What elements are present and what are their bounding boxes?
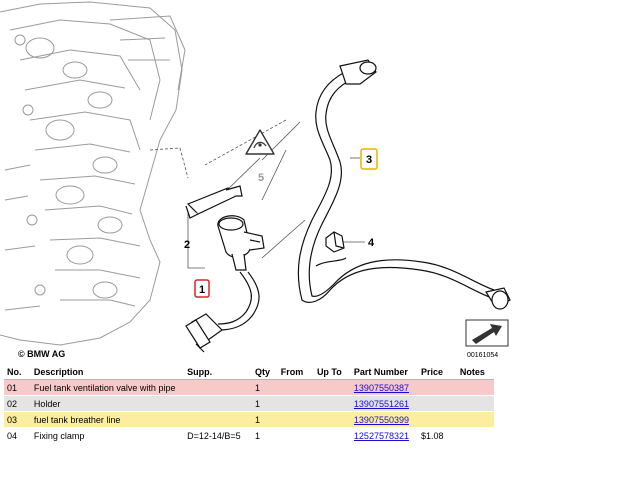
image-number-label: 00161054 xyxy=(467,352,498,359)
part-number-link[interactable]: 13907550399 xyxy=(353,414,409,425)
direction-arrow-icon xyxy=(465,319,509,347)
cell-price xyxy=(417,379,457,396)
table-header-row: No. Description Supp. Qty From Up To Par… xyxy=(4,364,494,380)
header-description: Description xyxy=(30,364,185,380)
cell-description: fuel tank breather line xyxy=(30,411,185,428)
holder-part xyxy=(185,185,243,219)
parts-table: No. Description Supp. Qty From Up To Par… xyxy=(4,364,494,444)
header-from: From xyxy=(277,364,314,380)
cell-price xyxy=(417,411,457,428)
cell-notes xyxy=(456,427,494,444)
cell-part-number: 13907550387 xyxy=(350,379,418,396)
header-up-to: Up To xyxy=(313,364,351,380)
cell-supp: D=12-14/B=5 xyxy=(184,427,253,444)
cell-up-to xyxy=(313,427,351,444)
cell-notes xyxy=(456,379,494,396)
part-number-link[interactable]: 12527578321 xyxy=(353,430,409,441)
svg-text:1: 1 xyxy=(199,284,205,296)
callout-2: 2 xyxy=(184,239,190,251)
table-row[interactable]: 02 Holder 1 13907551261 xyxy=(4,395,494,412)
cell-part-number: 12527578321 xyxy=(350,427,418,444)
cell-no: 01 xyxy=(4,379,31,396)
ventilation-valve-part xyxy=(217,215,265,271)
cell-no: 04 xyxy=(4,427,31,444)
warning-triangle-icon xyxy=(245,129,275,155)
cell-part-number: 13907551261 xyxy=(350,395,418,412)
cell-no: 02 xyxy=(4,395,31,412)
copyright-label: © BMW AG xyxy=(18,349,65,359)
cell-from xyxy=(277,427,314,444)
svg-text:4: 4 xyxy=(368,237,375,249)
header-price: Price xyxy=(417,364,457,380)
cell-supp xyxy=(184,411,253,428)
header-supp: Supp. xyxy=(184,364,253,380)
cell-supp xyxy=(184,379,253,396)
cell-up-to xyxy=(313,395,351,412)
header-no: No. xyxy=(4,364,31,380)
cell-description: Fixing clamp xyxy=(30,427,185,444)
header-part-number: Part Number xyxy=(350,364,418,380)
cell-qty: 1 xyxy=(252,395,278,412)
svg-text:2: 2 xyxy=(184,239,190,251)
engine-block-illustration xyxy=(0,1,186,346)
leader-lines xyxy=(149,119,365,269)
breather-line-part xyxy=(297,71,495,303)
cell-no: 03 xyxy=(4,411,31,428)
cell-up-to xyxy=(313,379,351,396)
fixing-clamp-part xyxy=(325,231,345,253)
pipe-connector-part xyxy=(185,313,223,353)
cell-notes xyxy=(456,411,494,428)
cell-from xyxy=(277,379,314,396)
cell-price: $1.08 xyxy=(417,427,457,444)
part-number-link[interactable]: 13907550387 xyxy=(353,382,409,393)
cell-description: Fuel tank ventilation valve with pipe xyxy=(30,379,185,396)
table-row[interactable]: 03 fuel tank breather line 1 13907550399 xyxy=(4,411,494,428)
callout-1[interactable]: 1 xyxy=(194,279,210,298)
cell-qty: 1 xyxy=(252,411,278,428)
callout-5: 5 xyxy=(258,172,264,184)
cell-notes xyxy=(456,395,494,412)
table-row[interactable]: 01 Fuel tank ventilation valve with pipe… xyxy=(4,379,494,396)
cell-from xyxy=(277,411,314,428)
cell-part-number: 13907550399 xyxy=(350,411,418,428)
header-qty: Qty xyxy=(252,364,278,380)
cell-up-to xyxy=(313,411,351,428)
header-notes: Notes xyxy=(456,364,494,380)
cell-supp xyxy=(184,395,253,412)
cell-description: Holder xyxy=(30,395,185,412)
cell-qty: 1 xyxy=(252,379,278,396)
cell-price xyxy=(417,395,457,412)
svg-text:5: 5 xyxy=(258,172,264,184)
part-number-link[interactable]: 13907551261 xyxy=(353,398,409,409)
breather-line-end-connectors xyxy=(339,59,511,310)
cell-qty: 1 xyxy=(252,427,278,444)
cell-from xyxy=(277,395,314,412)
svg-text:3: 3 xyxy=(366,154,372,166)
valve-pipe xyxy=(217,271,260,331)
callout-4: 4 xyxy=(368,237,375,249)
table-row[interactable]: 04 Fixing clamp D=12-14/B=5 1 1252757832… xyxy=(4,427,494,444)
callout-3[interactable]: 3 xyxy=(360,148,378,170)
parts-diagram: 1 2 3 4 5 © BMW AG 00161054 xyxy=(0,1,511,359)
